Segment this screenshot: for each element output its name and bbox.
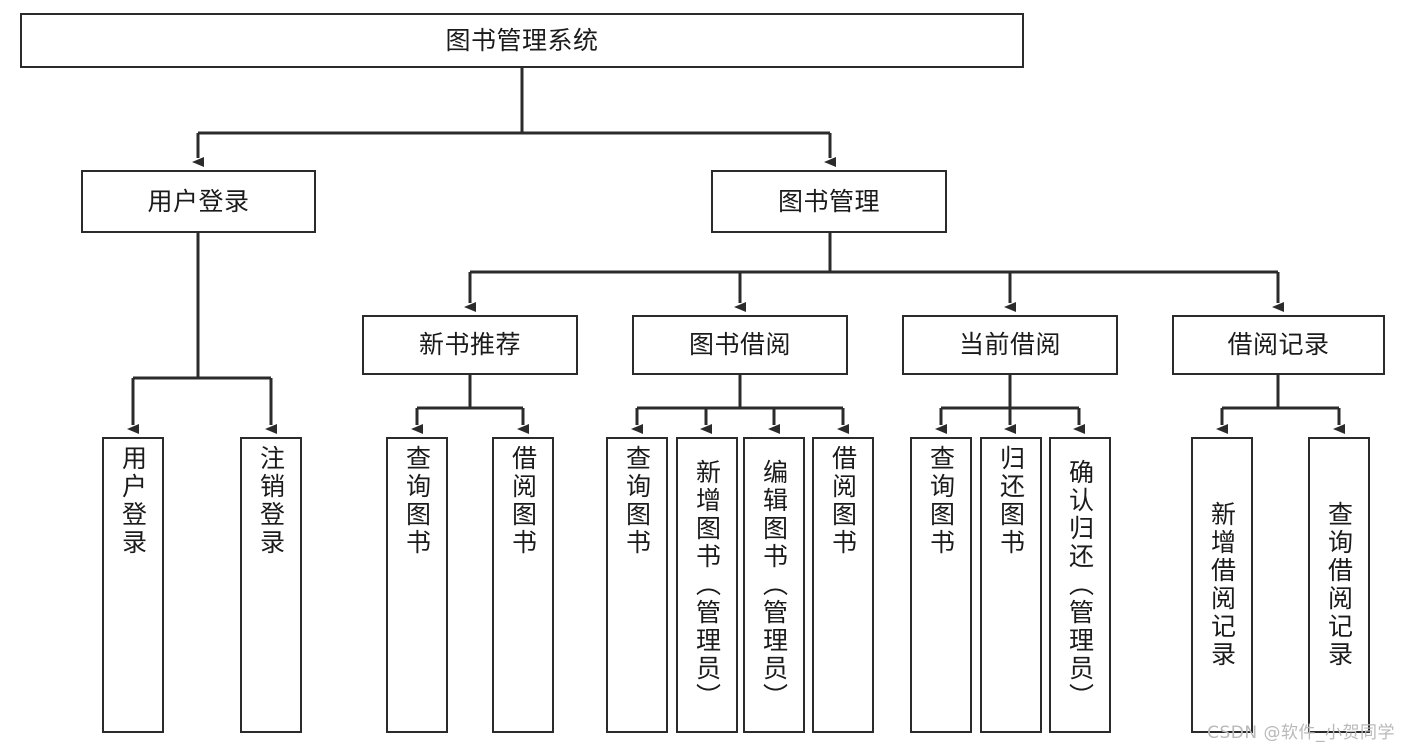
leaf-query-book-1-label: 查询图书 xyxy=(402,445,432,557)
node-current-borrow-label: 当前借阅 xyxy=(958,330,1061,360)
leaf-return-book[interactable]: 归还图书 xyxy=(980,437,1042,733)
node-current-borrow[interactable]: 当前借阅 xyxy=(902,315,1118,375)
leaf-borrow-book-1[interactable]: 借阅图书 xyxy=(492,437,554,733)
node-book-manage[interactable]: 图书管理 xyxy=(711,170,947,233)
node-new-book-recommendation[interactable]: 新书推荐 xyxy=(362,315,578,375)
leaf-query-borrow-record-label: 查询借阅记录 xyxy=(1324,501,1354,669)
leaf-edit-book-label: 编辑图书（管理员） xyxy=(759,459,789,711)
node-user-login-label: 用户登录 xyxy=(147,186,250,216)
node-book-manage-label: 图书管理 xyxy=(777,186,880,216)
leaf-query-book-2-label: 查询图书 xyxy=(622,445,652,557)
leaf-add-book[interactable]: 新增图书（管理员） xyxy=(676,437,738,733)
leaf-borrow-book-2-label: 借阅图书 xyxy=(828,445,858,557)
leaf-query-book-1[interactable]: 查询图书 xyxy=(386,437,448,733)
leaf-add-borrow-record-label: 新增借阅记录 xyxy=(1207,501,1237,669)
leaf-user-login[interactable]: 用户登录 xyxy=(102,437,164,733)
leaf-logout[interactable]: 注销登录 xyxy=(240,437,302,733)
leaf-confirm-return-label: 确认归还（管理员） xyxy=(1065,459,1095,711)
node-borrow-record-label: 借阅记录 xyxy=(1227,330,1330,360)
leaf-confirm-return[interactable]: 确认归还（管理员） xyxy=(1049,437,1111,733)
leaf-add-book-label: 新增图书（管理员） xyxy=(692,459,722,711)
leaf-borrow-book-2[interactable]: 借阅图书 xyxy=(812,437,874,733)
leaf-query-borrow-record[interactable]: 查询借阅记录 xyxy=(1308,437,1370,733)
leaf-user-login-label: 用户登录 xyxy=(118,445,148,557)
csdn-watermark: CSDN @软件_小贺同学 xyxy=(1207,723,1395,743)
leaf-return-book-label: 归还图书 xyxy=(996,445,1026,557)
node-user-login[interactable]: 用户登录 xyxy=(81,170,316,233)
leaf-query-book-2[interactable]: 查询图书 xyxy=(606,437,668,733)
leaf-query-book-3-label: 查询图书 xyxy=(926,445,956,557)
node-root-system[interactable]: 图书管理系统 xyxy=(20,13,1024,68)
leaf-borrow-book-1-label: 借阅图书 xyxy=(508,445,538,557)
node-borrow-record[interactable]: 借阅记录 xyxy=(1172,315,1385,375)
leaf-query-book-3[interactable]: 查询图书 xyxy=(910,437,972,733)
node-book-borrow[interactable]: 图书借阅 xyxy=(632,315,848,375)
node-root-system-label: 图书管理系统 xyxy=(445,25,599,55)
node-book-borrow-label: 图书借阅 xyxy=(688,330,791,360)
node-new-book-recommendation-label: 新书推荐 xyxy=(418,330,521,360)
leaf-add-borrow-record[interactable]: 新增借阅记录 xyxy=(1191,437,1253,733)
leaf-logout-label: 注销登录 xyxy=(256,445,286,557)
leaf-edit-book[interactable]: 编辑图书（管理员） xyxy=(743,437,805,733)
